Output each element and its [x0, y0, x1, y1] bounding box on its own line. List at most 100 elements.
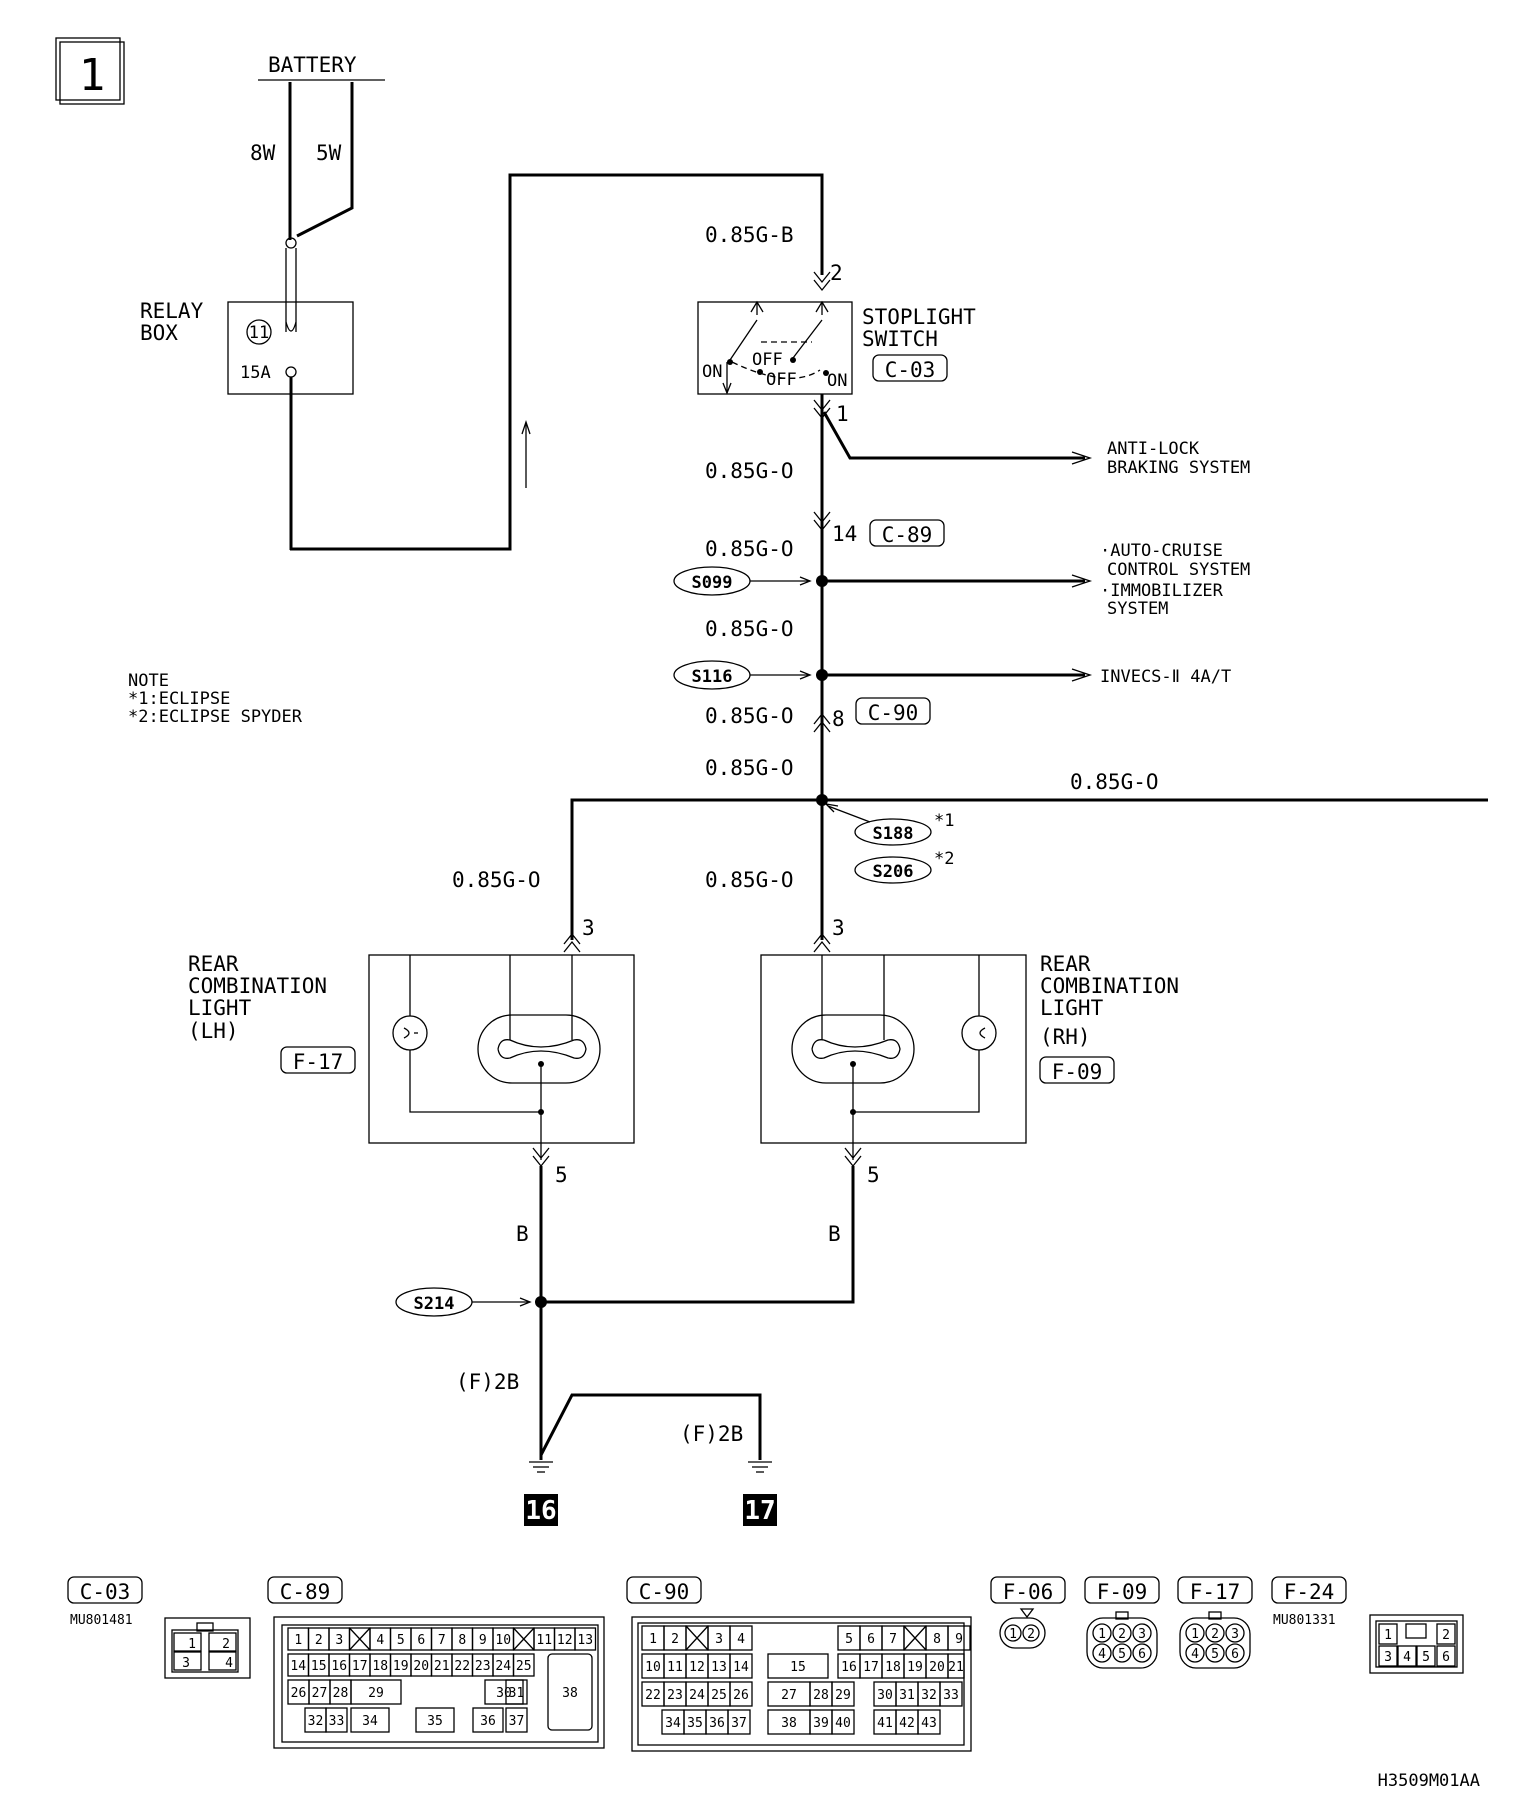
switch-connector: C-03	[885, 358, 936, 382]
lh-label-2: COMBINATION	[188, 974, 327, 998]
c90-pin-r4-6-cell	[831, 1709, 855, 1735]
fuse-rating: 15A	[240, 363, 271, 383]
c90-pin-r1-6: 6	[867, 1632, 875, 1647]
switch-label-1: STOPLIGHT	[862, 305, 976, 329]
c89-pin-r1-12: 11	[536, 1633, 552, 1648]
c89-pin: 14	[832, 522, 857, 546]
c90-pin-r4-1: 35	[687, 1716, 703, 1731]
wire-label-w1: 0.85G-O	[705, 459, 794, 483]
c89-pin-r1-10: 10	[495, 1633, 511, 1648]
c90-pin-r2-8: 18	[885, 1660, 901, 1675]
f24-pin-2-cell	[1436, 1623, 1456, 1645]
f24-pin-5: 5	[1422, 1650, 1430, 1665]
stoplight-switch: 0.85G-B 2 STOPLIGHT SWITCH C-03 ON OFF O…	[697, 223, 976, 426]
abs-label-2: BRAKING SYSTEM	[1107, 458, 1250, 478]
c89-pin-r4-3: 35	[427, 1714, 443, 1729]
c90-pin-r4-9-cell	[917, 1709, 941, 1735]
ground-16: 16	[525, 1496, 556, 1526]
rear-combination-light-rh: 3 REAR COMBINATION LIGHT (RH) F-09 5	[760, 916, 1179, 1187]
c90-pin-r3-4-cell	[729, 1681, 753, 1707]
c90-pin-r4-0: 34	[665, 1716, 681, 1731]
wire-label-rh-drop: 0.85G-O	[705, 868, 794, 892]
splice-s214: S214	[414, 1294, 455, 1314]
note-block: NOTE *1:ECLIPSE *2:ECLIPSE SPYDER	[128, 671, 303, 727]
lh-label-1: REAR	[188, 952, 239, 976]
wire-label-w5: 0.85G-O	[705, 756, 794, 780]
c90-pin-r3-5: 27	[781, 1688, 797, 1703]
f24-pin-3: 3	[1384, 1650, 1392, 1665]
c90-pin-r2-4-cell	[729, 1653, 753, 1679]
c90-pin-r1-4: 4	[737, 1632, 745, 1647]
c89-view-label: C-89	[280, 1580, 331, 1604]
c03-pin-2: 2	[222, 1637, 230, 1652]
f09-pin-1-cell	[1092, 1623, 1112, 1643]
c89-pin-r3-3-cell	[350, 1679, 402, 1705]
rh-label-4: (RH)	[1040, 1025, 1091, 1049]
c89-pin-r2-5: 19	[393, 1659, 409, 1674]
switch-label-2: SWITCH	[862, 327, 938, 351]
c89-pin-r3-3: 29	[368, 1686, 384, 1701]
note-line-1: *1:ECLIPSE	[128, 689, 230, 709]
c89-pin-r2-2: 16	[331, 1659, 347, 1674]
c90-pin-r2-0: 10	[645, 1660, 661, 1675]
connector-view-f06: F-06 1 2	[990, 1576, 1066, 1649]
c89-pin-r1-9: 9	[479, 1633, 487, 1648]
c90-pin-r3-7-cell	[831, 1681, 855, 1707]
f06-pin-2: 2	[1027, 1627, 1035, 1642]
c89-pin-r1-2: 3	[335, 1633, 343, 1648]
fuse-8w-label: 8W	[250, 141, 276, 165]
c89-pin-38: 38	[562, 1686, 578, 1701]
c89-pin-r4-2: 34	[362, 1714, 378, 1729]
rh-pin-5: 5	[867, 1163, 880, 1187]
c89-pin-r4-3-cell	[415, 1707, 455, 1733]
c90-pin-r3-11-cell	[939, 1681, 963, 1707]
c90-pin-r3-1: 23	[667, 1688, 683, 1703]
switch-pin-1: 1	[836, 402, 849, 426]
lh-connector: F-17	[293, 1050, 344, 1074]
connector-c90-tag	[855, 697, 931, 725]
f09-pin-1: 1	[1098, 1627, 1106, 1642]
splice-s206: S206	[873, 862, 914, 882]
f17-view-label: F-17	[1190, 1580, 1241, 1604]
f24-pin-4: 4	[1403, 1650, 1411, 1665]
f09-pin-5-cell	[1112, 1643, 1132, 1663]
f06-pin-1: 1	[1009, 1627, 1017, 1642]
splice-s116: S116	[692, 667, 733, 687]
c90-label: C-90	[868, 701, 919, 725]
c89-pin-r2-1: 15	[311, 1659, 327, 1674]
splice-s099: S099	[692, 573, 733, 593]
lh-label-3: LIGHT	[188, 996, 252, 1020]
c90-pin-r4-6: 40	[835, 1716, 851, 1731]
f24-view-label: F-24	[1284, 1580, 1335, 1604]
c89-pin-r3-5-cell	[505, 1679, 528, 1705]
c90-pin-r1-1: 2	[671, 1632, 679, 1647]
wire-label-top: 0.85G-B	[705, 223, 794, 247]
c90-pin-r1-4-cell	[729, 1625, 753, 1651]
c90-pin-r4-9: 43	[921, 1716, 937, 1731]
c90-pin-r3-2: 24	[689, 1688, 705, 1703]
f17-pin-3: 3	[1231, 1627, 1239, 1642]
connector-c03-tag	[872, 354, 948, 382]
wire-label-rh-ground: B	[828, 1222, 841, 1246]
cruise-label-1: ·AUTO-CRUISE	[1100, 541, 1223, 561]
f09-pin-4: 4	[1098, 1647, 1106, 1662]
c90-pin-r2-6: 16	[841, 1660, 857, 1675]
f17-pin-3-cell	[1225, 1623, 1245, 1643]
c89-pin-r2-11-cell	[512, 1653, 535, 1677]
c90-pin-r2-9: 19	[907, 1660, 923, 1675]
c89-pin-r2-11: 25	[516, 1659, 532, 1674]
f17-pin-6: 6	[1231, 1647, 1239, 1662]
c89-pin-r1-8: 8	[458, 1633, 466, 1648]
rh-connector: F-09	[1052, 1060, 1103, 1084]
f24-pin-6-cell	[1436, 1645, 1456, 1667]
f24-pin-2: 2	[1442, 1628, 1450, 1643]
f24-part: MU801331	[1273, 1613, 1336, 1628]
ground-section: B B S214 (F)2B (F)2B 16 17	[395, 1166, 855, 1526]
wire-label-lh-drop: 0.85G-O	[452, 868, 541, 892]
rear-combination-light-lh: 3 REAR COMBINATION LIGHT (LH) F-17 5	[188, 916, 635, 1187]
c89-pin-r2-0: 14	[290, 1659, 306, 1674]
